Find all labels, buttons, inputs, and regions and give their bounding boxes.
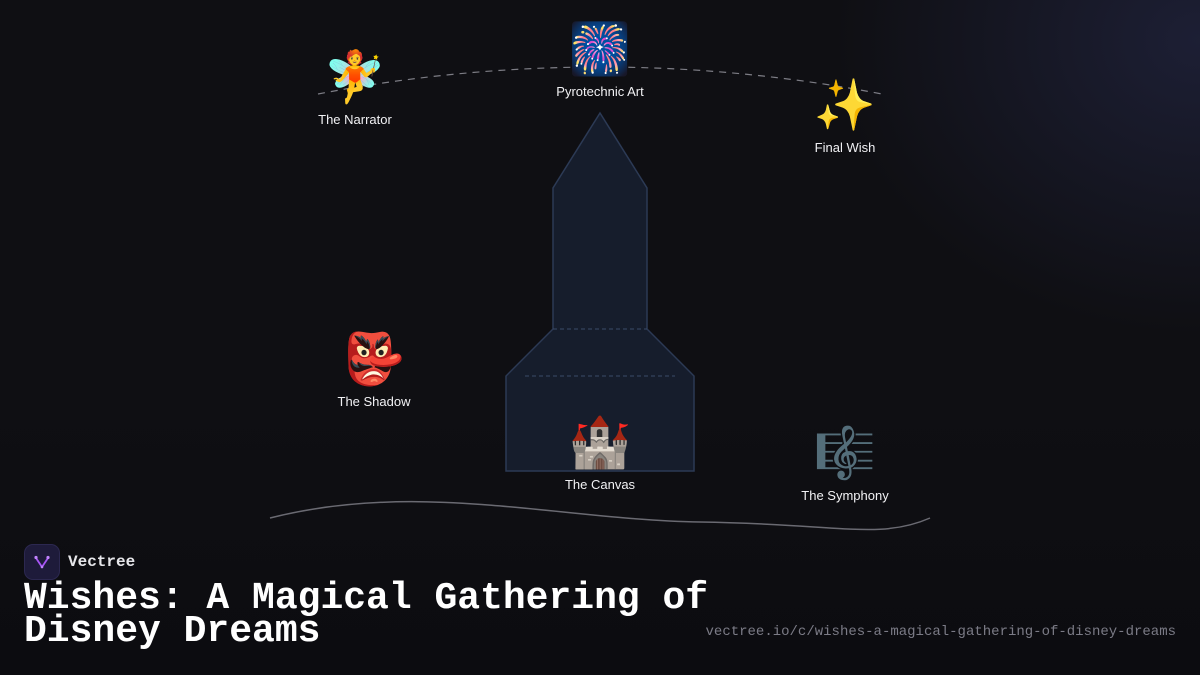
node-label: The Narrator (318, 112, 392, 127)
node-final-wish[interactable]: ✨ Final Wish (765, 76, 925, 155)
node-label: Pyrotechnic Art (556, 84, 644, 99)
node-the-shadow[interactable]: 👺 The Shadow (294, 330, 454, 409)
node-the-canvas[interactable]: 🏰 The Canvas (520, 413, 680, 492)
castle-tower-silhouette (505, 111, 695, 472)
bottom-wave-line (269, 500, 931, 531)
node-label: The Shadow (337, 394, 411, 409)
node-label: Final Wish (814, 140, 876, 155)
fairy-icon: 🧚 (323, 48, 387, 106)
brand-name: Vectree (68, 553, 136, 571)
page-url[interactable]: vectree.io/c/wishes-a-magical-gathering-… (705, 624, 1176, 640)
node-the-symphony[interactable]: 🎼 The Symphony (765, 424, 925, 503)
musical-score-icon: 🎼 (813, 424, 877, 482)
node-label: The Canvas (564, 477, 636, 492)
sparkles-icon: ✨ (813, 76, 877, 134)
castle-icon: 🏰 (568, 413, 632, 471)
page-title: Wishes: A Magical Gathering of Disney Dr… (24, 577, 709, 653)
top-dashed-arc (317, 66, 883, 95)
goblin-mask-icon: 👺 (342, 330, 406, 388)
node-the-narrator[interactable]: 🧚 The Narrator (275, 48, 435, 127)
fireworks-icon: 🎆 (568, 20, 632, 78)
brand[interactable]: Vectree (24, 544, 135, 580)
node-label: The Symphony (801, 488, 889, 503)
node-pyrotechnic-art[interactable]: 🎆 Pyrotechnic Art (520, 20, 680, 99)
vectree-logo-icon (24, 544, 60, 580)
